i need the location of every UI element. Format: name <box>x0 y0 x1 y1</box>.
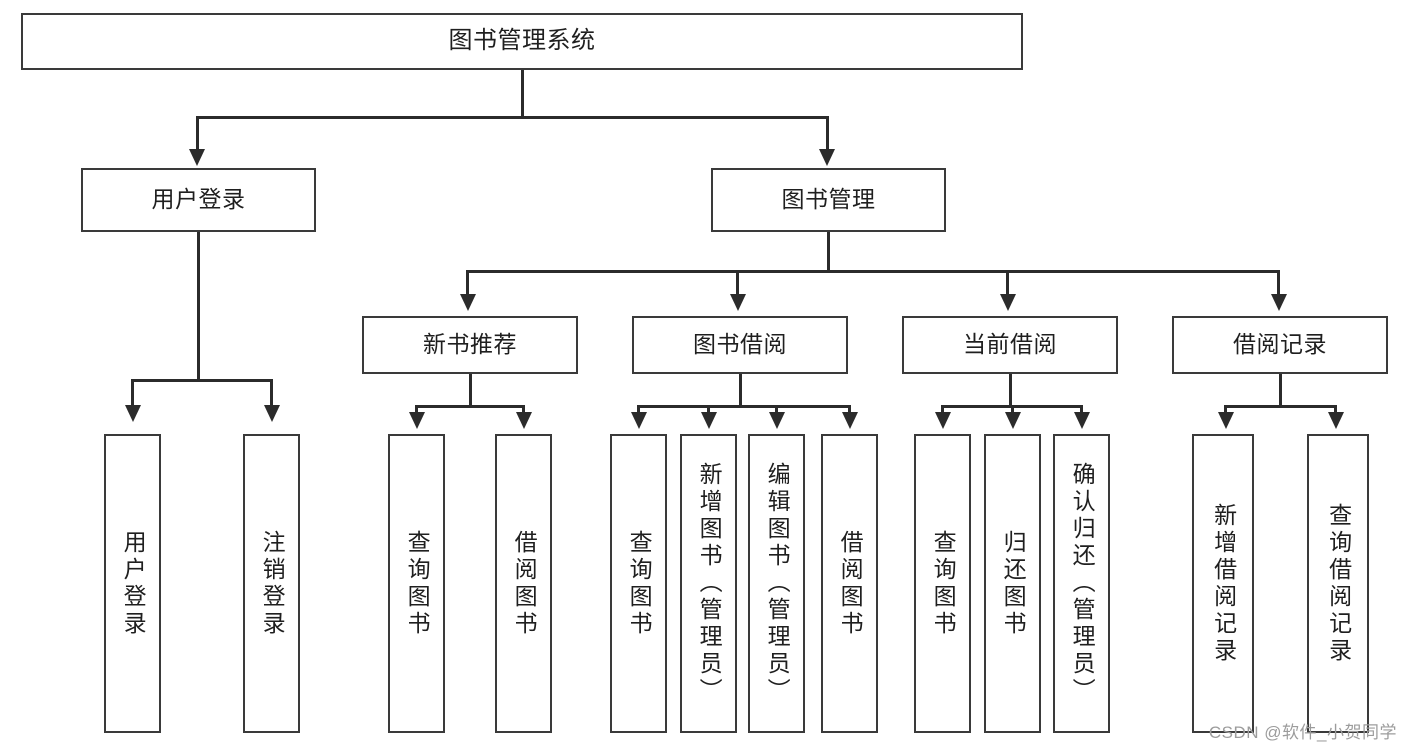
arrowhead-leaf-query-record <box>1328 412 1344 429</box>
arrowhead-leaf-add-book <box>701 412 717 429</box>
node-label: 归还图书 <box>1000 529 1027 638</box>
connector-drop-leaf-borrow-book-2 <box>848 405 851 417</box>
connector-drop-leaf-add-book <box>707 405 710 417</box>
connector-book-manage-stem <box>827 232 830 272</box>
node-label: 图书管理系统 <box>448 27 596 55</box>
connector-user-login-stem <box>197 232 200 381</box>
node-label: 新增借阅记录 <box>1210 502 1237 665</box>
connector-drop-leaf-confirm-return <box>1080 405 1083 417</box>
connector-new-book-rec-bus <box>415 405 525 408</box>
node-leaf-query-book-current[interactable]: 查询图书 <box>914 434 971 733</box>
arrowhead-new-book-rec <box>460 294 476 311</box>
connector-current-borrow-stem <box>1009 374 1012 407</box>
connector-drop-current-borrow <box>1006 270 1009 296</box>
connector-drop-leaf-edit-book <box>775 405 778 417</box>
arrowhead-current-borrow <box>1000 294 1016 311</box>
connector-drop-borrow-record <box>1277 270 1280 296</box>
node-leaf-confirm-return-admin[interactable]: 确认归还（管理员） <box>1053 434 1110 733</box>
node-leaf-user-login[interactable]: 用户登录 <box>104 434 161 733</box>
node-label: 查询图书 <box>626 529 653 638</box>
connector-drop-user-login <box>196 116 199 151</box>
connector-borrow-record-bus <box>1224 405 1337 408</box>
node-label: 确认归还（管理员） <box>1069 462 1096 705</box>
node-leaf-borrow-book[interactable]: 借阅图书 <box>821 434 878 733</box>
node-label: 当前借阅 <box>963 331 1057 358</box>
node-label: 借阅记录 <box>1233 331 1327 358</box>
node-leaf-query-book-borrow[interactable]: 查询图书 <box>610 434 667 733</box>
node-leaf-edit-book-admin[interactable]: 编辑图书（管理员） <box>748 434 805 733</box>
connector-drop-leaf-user-logout <box>270 379 273 407</box>
arrowhead-leaf-edit-book <box>769 412 785 429</box>
csdn-watermark: CSDN @软件_小贺同学 <box>1208 723 1397 742</box>
connector-book-borrow-bus <box>637 405 851 408</box>
node-label: 用户登录 <box>151 186 246 213</box>
connector-borrow-record-stem <box>1279 374 1282 407</box>
connector-drop-leaf-add-record <box>1224 405 1227 417</box>
connector-new-book-rec-stem <box>469 374 472 407</box>
arrowhead-leaf-query-book-2 <box>631 412 647 429</box>
node-root-book-management-system[interactable]: 图书管理系统 <box>21 13 1023 70</box>
connector-book-borrow-stem <box>739 374 742 407</box>
node-borrow-record[interactable]: 借阅记录 <box>1172 316 1388 374</box>
connector-drop-book-manage <box>826 116 829 151</box>
connector-drop-leaf-return-book <box>1011 405 1014 417</box>
node-book-manage[interactable]: 图书管理 <box>711 168 946 232</box>
node-label: 借阅图书 <box>511 529 538 638</box>
connector-drop-leaf-query-book-1 <box>415 405 418 417</box>
node-label: 注销登录 <box>259 529 286 638</box>
node-leaf-query-book-recommend[interactable]: 查询图书 <box>388 434 445 733</box>
node-leaf-add-borrow-record[interactable]: 新增借阅记录 <box>1192 434 1254 733</box>
node-current-borrow[interactable]: 当前借阅 <box>902 316 1118 374</box>
arrowhead-leaf-query-book-3 <box>935 412 951 429</box>
connector-drop-new-book-rec <box>466 270 469 296</box>
connector-level2-bus <box>196 116 828 119</box>
arrowhead-book-borrow <box>730 294 746 311</box>
connector-level3-bus <box>466 270 1280 273</box>
connector-drop-leaf-query-book-2 <box>637 405 640 417</box>
arrowhead-user-login <box>189 149 205 166</box>
arrowhead-leaf-add-record <box>1218 412 1234 429</box>
connector-drop-leaf-query-book-3 <box>941 405 944 417</box>
node-label: 编辑图书（管理员） <box>764 462 791 705</box>
connector-drop-leaf-query-record <box>1334 405 1337 417</box>
arrowhead-borrow-record <box>1271 294 1287 311</box>
connector-user-login-bus <box>131 379 273 382</box>
node-label: 用户登录 <box>120 529 147 638</box>
arrowhead-leaf-user-logout <box>264 405 280 422</box>
node-label: 查询图书 <box>404 529 431 638</box>
arrowhead-leaf-borrow-book-1 <box>516 412 532 429</box>
arrowhead-book-manage <box>819 149 835 166</box>
connector-root-stem <box>521 70 524 117</box>
node-label: 借阅图书 <box>837 529 864 638</box>
arrowhead-leaf-return-book <box>1005 412 1021 429</box>
connector-drop-leaf-user-login <box>131 379 134 407</box>
node-label: 图书借阅 <box>693 331 787 358</box>
node-new-book-recommend[interactable]: 新书推荐 <box>362 316 578 374</box>
node-leaf-borrow-book-recommend[interactable]: 借阅图书 <box>495 434 552 733</box>
connector-drop-leaf-borrow-book-1 <box>522 405 525 417</box>
node-label: 图书管理 <box>781 186 876 213</box>
node-book-borrow[interactable]: 图书借阅 <box>632 316 848 374</box>
node-leaf-query-borrow-record[interactable]: 查询借阅记录 <box>1307 434 1369 733</box>
node-leaf-user-logout[interactable]: 注销登录 <box>243 434 300 733</box>
node-label: 查询图书 <box>930 529 957 638</box>
arrowhead-leaf-user-login <box>125 405 141 422</box>
node-leaf-add-book-admin[interactable]: 新增图书（管理员） <box>680 434 737 733</box>
arrowhead-leaf-query-book-1 <box>409 412 425 429</box>
arrowhead-leaf-confirm-return <box>1074 412 1090 429</box>
connector-drop-book-borrow <box>736 270 739 296</box>
node-label: 新书推荐 <box>423 331 517 358</box>
node-leaf-return-book[interactable]: 归还图书 <box>984 434 1041 733</box>
arrowhead-leaf-borrow-book-2 <box>842 412 858 429</box>
node-user-login[interactable]: 用户登录 <box>81 168 316 232</box>
node-label: 查询借阅记录 <box>1325 502 1352 665</box>
node-label: 新增图书（管理员） <box>696 462 723 705</box>
